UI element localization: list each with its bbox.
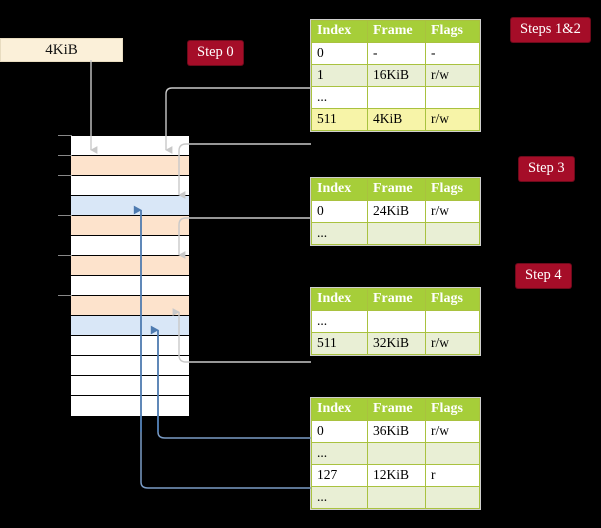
memory-frame-row (71, 176, 189, 196)
cell-flags (425, 222, 480, 245)
badge-steps-1-2: Steps 1&2 (511, 18, 590, 42)
cell-index: 511 (311, 332, 368, 355)
badge-step-0: Step 0 (188, 41, 243, 65)
memory-frame-row (71, 356, 189, 376)
column-header-flags: Flags (425, 398, 480, 421)
table-row: ... (311, 486, 480, 509)
cell-frame (367, 442, 426, 465)
cell-frame: 36KiB (367, 420, 426, 443)
cell-frame (367, 310, 426, 333)
memory-tick-mark (58, 295, 72, 296)
memory-frame-row (71, 156, 189, 176)
memory-frame-row (71, 276, 189, 296)
cell-flags: r/w (425, 420, 480, 443)
cell-index: 127 (311, 464, 368, 487)
memory-frame-row (71, 336, 189, 356)
badge-step-3-label: Step 3 (528, 160, 565, 176)
memory-frame-row (71, 396, 189, 416)
cell-index: 1 (311, 64, 368, 87)
column-header-frame: Frame (367, 288, 426, 311)
cell-flags (425, 486, 480, 509)
badge-steps-1-2-label: Steps 1&2 (520, 21, 581, 37)
badge-step-0-label: Step 0 (197, 44, 234, 60)
virtual-page-box: 4KiB (0, 38, 123, 62)
memory-tick-mark (58, 215, 72, 216)
column-header-index: Index (311, 288, 368, 311)
memory-frame-row (71, 296, 189, 316)
memory-frame-row (71, 316, 189, 336)
memory-frame-row (71, 236, 189, 256)
cell-flags (425, 86, 480, 109)
cell-index: ... (311, 86, 368, 109)
cell-frame: 12KiB (367, 464, 426, 487)
physical-memory-column (70, 135, 190, 416)
virtual-page-label: 4KiB (45, 41, 78, 58)
column-header-flags: Flags (425, 20, 480, 43)
badge-step-3: Step 3 (519, 157, 574, 181)
column-header-frame: Frame (367, 20, 426, 43)
cell-flags: r/w (425, 108, 480, 131)
column-header-index: Index (311, 178, 368, 201)
cell-flags: r/w (425, 200, 480, 223)
table-row: 0-- (311, 42, 480, 65)
column-header-flags: Flags (425, 288, 480, 311)
cell-frame: 16KiB (367, 64, 426, 87)
cell-frame: - (367, 42, 426, 65)
memory-tick-mark (58, 135, 72, 136)
cell-flags (425, 310, 480, 333)
column-header-flags: Flags (425, 178, 480, 201)
cell-index: 0 (311, 42, 368, 65)
cell-frame (367, 486, 426, 509)
cell-index: ... (311, 310, 368, 333)
cell-index: 0 (311, 200, 368, 223)
badge-step-4-label: Step 4 (525, 267, 562, 283)
cell-flags: r/w (425, 64, 480, 87)
memory-frame-row (71, 196, 189, 216)
memory-tick-mark (58, 155, 72, 156)
column-header-frame: Frame (367, 398, 426, 421)
cell-flags (425, 442, 480, 465)
memory-tick-mark (58, 175, 72, 176)
cell-index: 0 (311, 420, 368, 443)
table-row: ... (311, 86, 480, 109)
cell-frame (367, 86, 426, 109)
column-header-index: Index (311, 20, 368, 43)
memory-frame-row (71, 256, 189, 276)
cell-index: ... (311, 222, 368, 245)
memory-frame-row (71, 376, 189, 396)
table-row: ... (311, 222, 480, 245)
table-row: ... (311, 310, 480, 333)
cell-frame (367, 222, 426, 245)
memory-frame-row (71, 136, 189, 156)
memory-tick-mark (58, 255, 72, 256)
cell-index: ... (311, 442, 368, 465)
cell-flags: r/w (425, 332, 480, 355)
cell-frame: 32KiB (367, 332, 426, 355)
badge-step-4: Step 4 (516, 264, 571, 288)
column-header-index: Index (311, 398, 368, 421)
table-row: ... (311, 442, 480, 465)
cell-index: 511 (311, 108, 368, 131)
cell-flags: r (425, 464, 480, 487)
memory-frame-row (71, 216, 189, 236)
cell-frame: 24KiB (367, 200, 426, 223)
column-header-frame: Frame (367, 178, 426, 201)
cell-flags: - (425, 42, 480, 65)
cell-frame: 4KiB (367, 108, 426, 131)
cell-index: ... (311, 486, 368, 509)
